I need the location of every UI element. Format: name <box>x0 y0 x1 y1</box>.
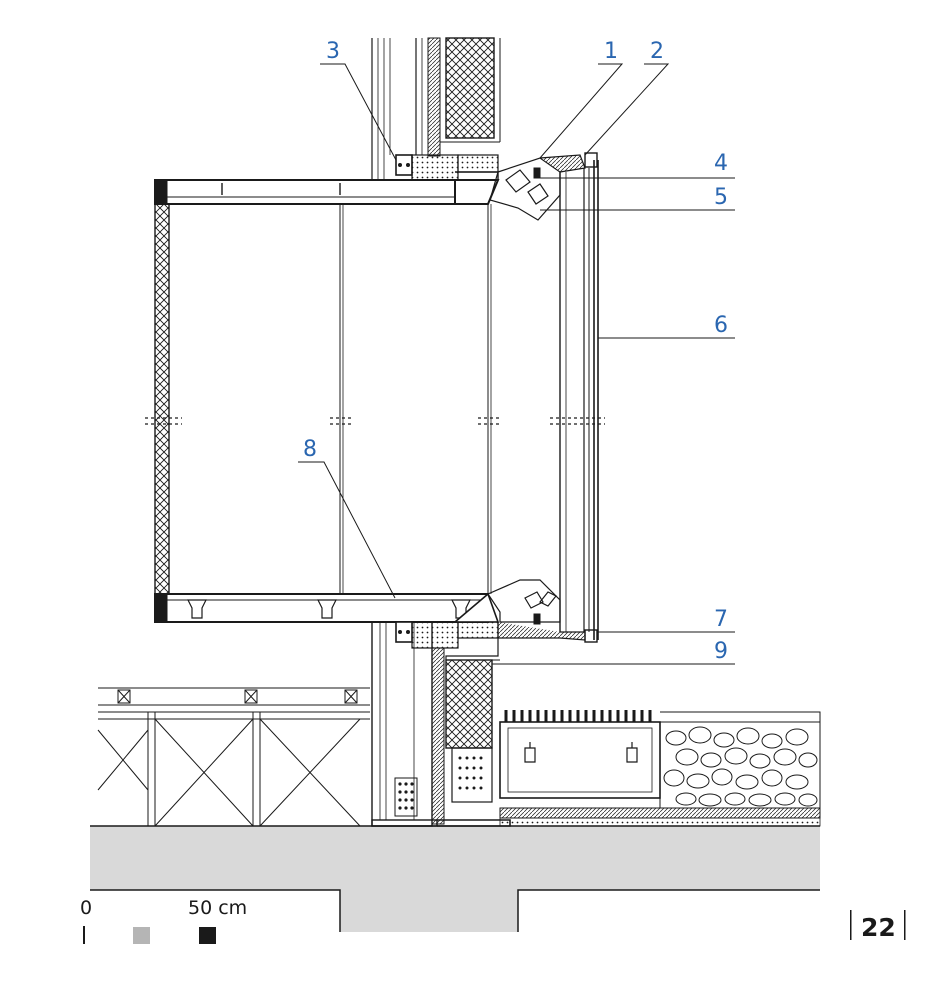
callout-3: 3 <box>326 39 340 64</box>
scale-bar: 0 50 cm <box>80 897 247 944</box>
callout-6: 6 <box>714 313 728 338</box>
grating <box>504 710 652 722</box>
timber-deck <box>97 687 370 827</box>
roof-build-up <box>499 711 821 827</box>
callout-9: 9 <box>714 639 728 664</box>
callout-8: 8 <box>303 437 317 462</box>
callout-7: 7 <box>714 607 728 632</box>
scale-end-label: 50 cm <box>188 897 247 919</box>
callout-1: 1 <box>604 39 618 64</box>
scale-tick <box>83 926 85 944</box>
scale-grey-block <box>133 927 150 944</box>
fasteners <box>398 163 410 634</box>
upper-facade <box>371 37 501 180</box>
page-number-text: 22 <box>861 913 896 942</box>
scale-black-block <box>199 927 216 944</box>
bay-window-box <box>145 152 605 660</box>
page-number: 22 <box>850 910 906 942</box>
lower-facade <box>371 621 511 827</box>
gravel <box>663 726 818 807</box>
drainage-channel <box>499 710 661 799</box>
callout-labels: 1 2 3 4 5 6 7 8 9 <box>303 39 728 664</box>
callout-4: 4 <box>714 151 728 176</box>
leader-lines <box>298 63 735 665</box>
callout-2: 2 <box>650 39 664 64</box>
scale-zero-label: 0 <box>80 897 92 919</box>
callout-5: 5 <box>714 185 728 210</box>
